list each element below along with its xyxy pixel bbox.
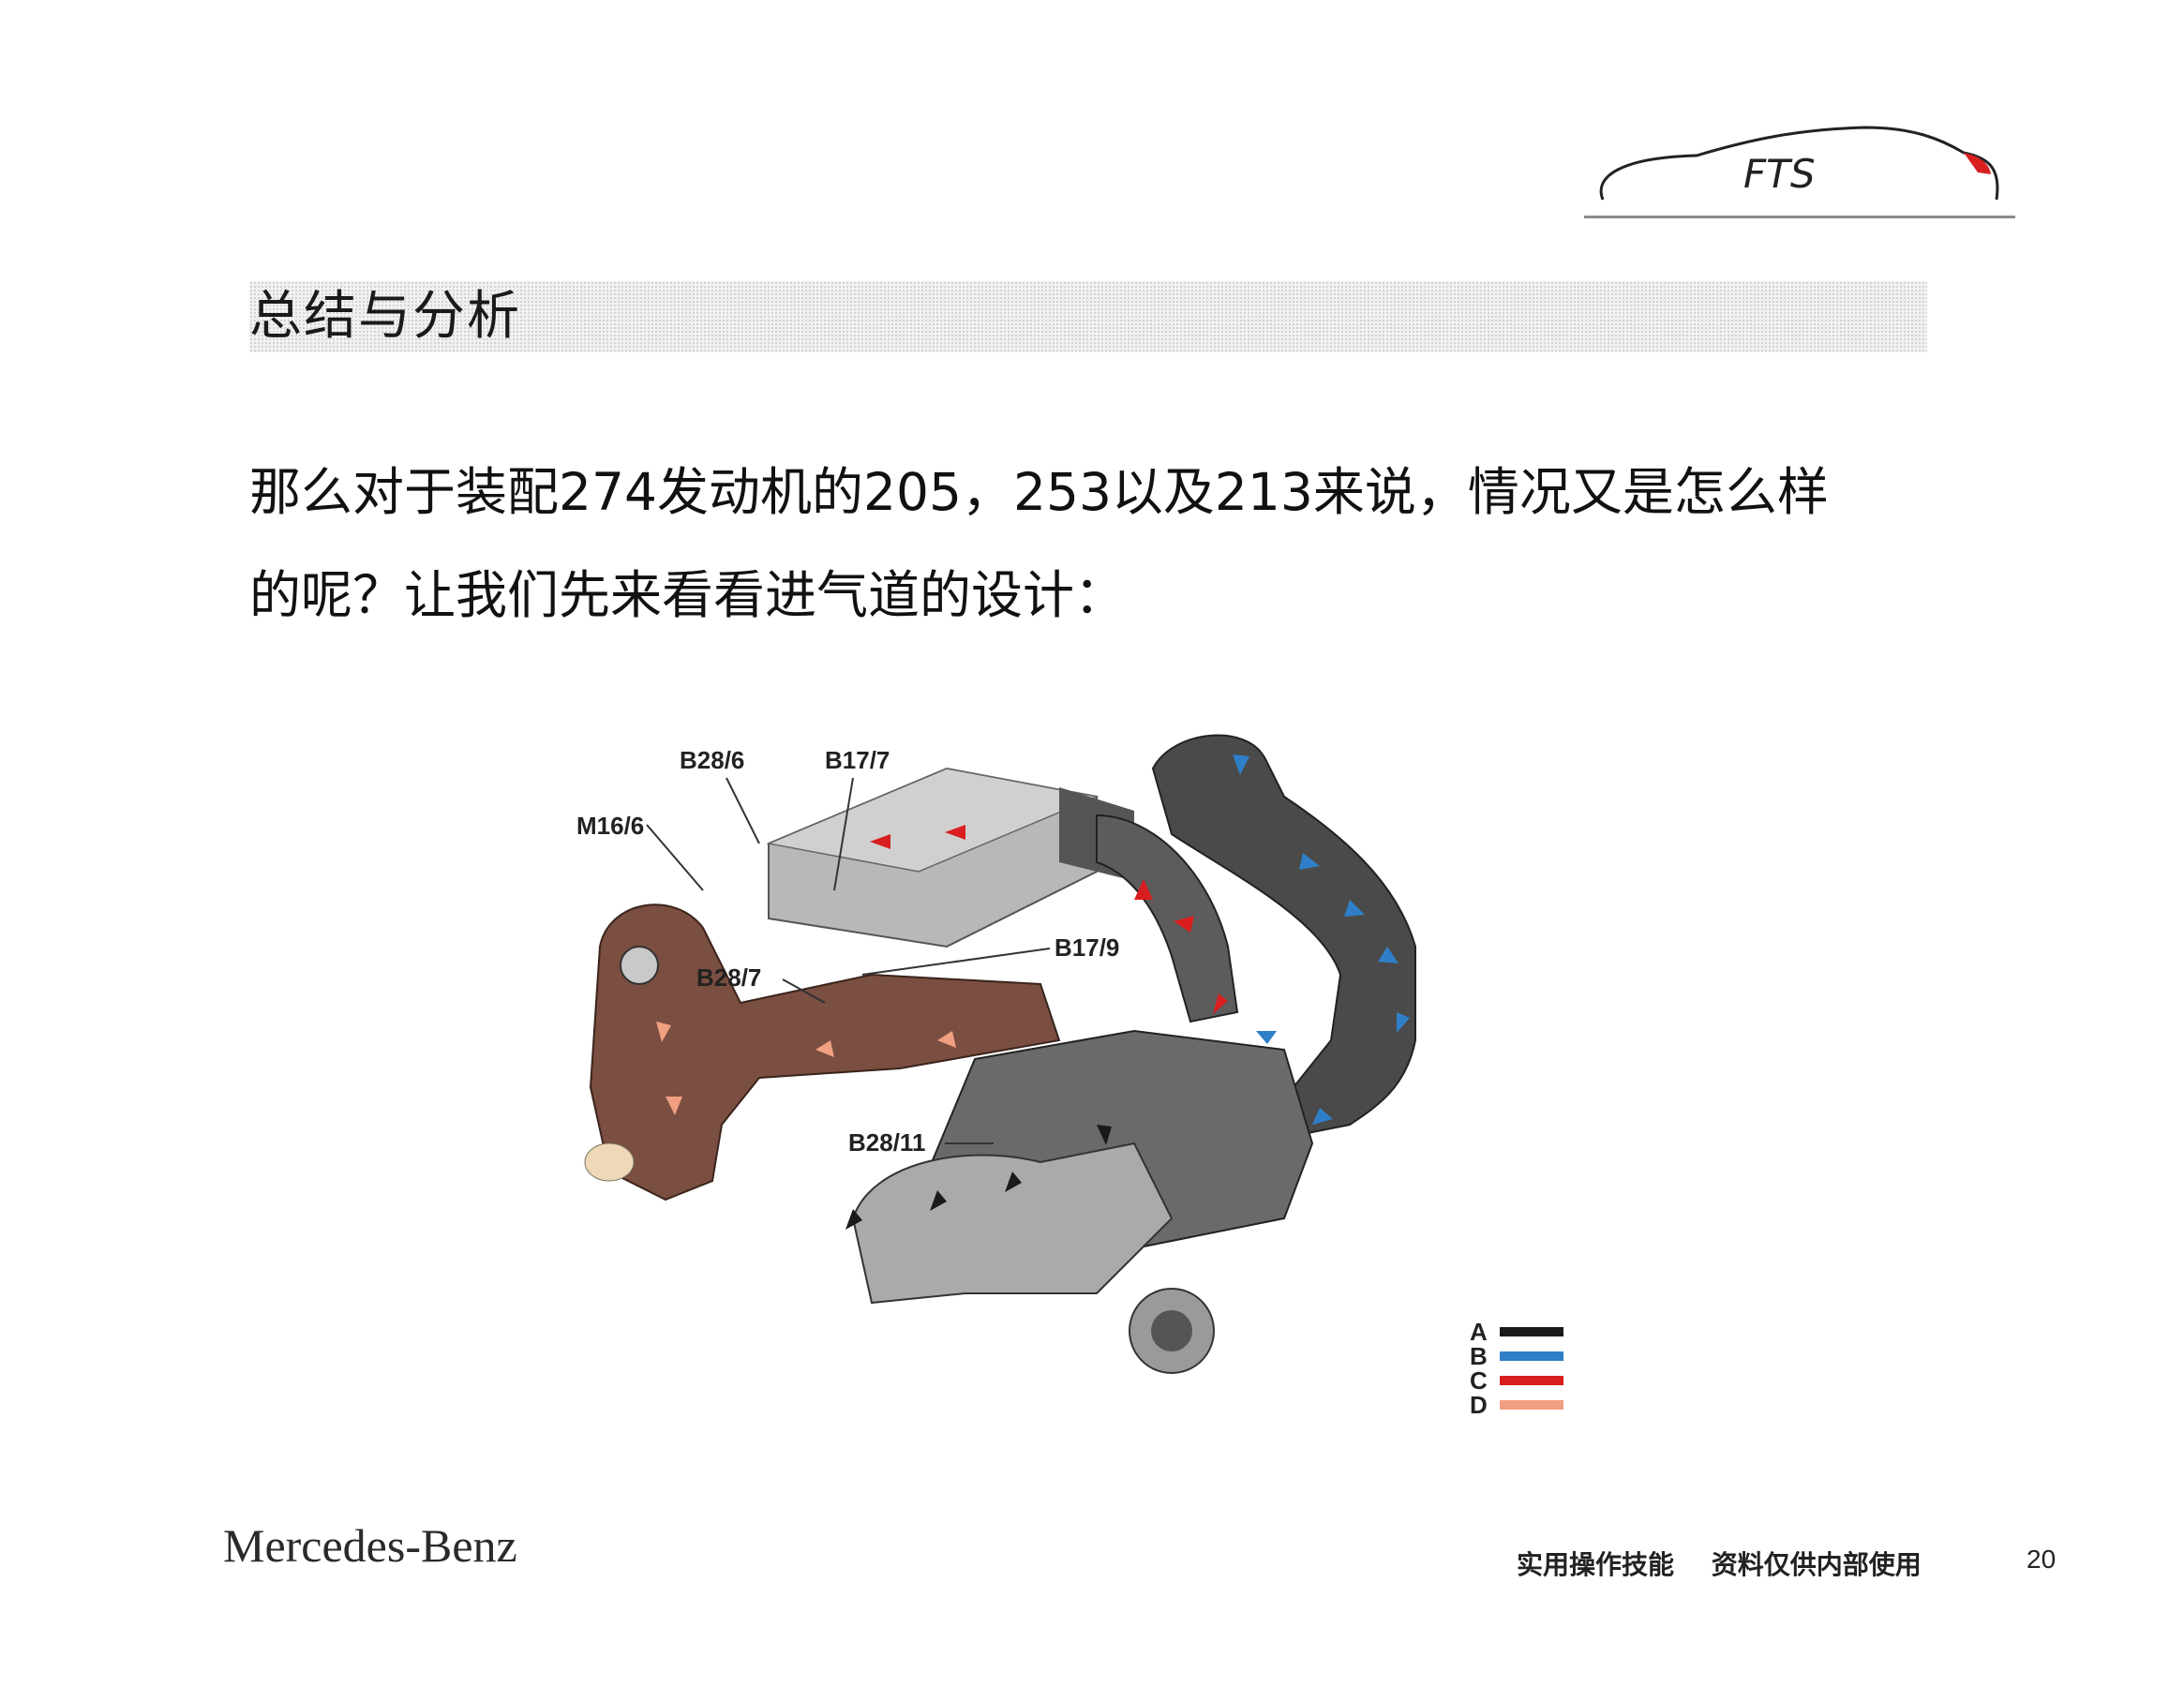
callout-b17-7: B17/7 bbox=[825, 746, 890, 774]
flow-legend: A B C D bbox=[1470, 1318, 1563, 1419]
legend-swatch-d bbox=[1500, 1400, 1563, 1410]
intercooler bbox=[766, 767, 1134, 948]
legend-letter-c: C bbox=[1470, 1366, 1488, 1395]
header-divider bbox=[1584, 216, 2015, 218]
callout-b28-6: B28/6 bbox=[680, 746, 744, 774]
fts-logo-text: FTS bbox=[1743, 151, 1815, 197]
intake-duct bbox=[1096, 734, 1416, 1136]
legend-swatch-a bbox=[1500, 1327, 1563, 1336]
body-paragraph: 那么对于装配274发动机的205，253以及213来说，情况又是怎么样 的呢？让… bbox=[249, 440, 1918, 647]
body-line-1: 那么对于装配274发动机的205，253以及213来说，情况又是怎么样 bbox=[249, 462, 1829, 522]
callout-b28-7: B28/7 bbox=[696, 963, 761, 992]
page-number: 20 bbox=[2027, 1545, 2057, 1574]
callout-b28-11: B28/11 bbox=[848, 1128, 925, 1157]
callout-b17-9: B17/9 bbox=[1055, 933, 1119, 962]
legend-swatch-c bbox=[1500, 1376, 1563, 1385]
footer-note: 实用操作技能 资料仅供内部使用 bbox=[1517, 1549, 1922, 1580]
fts-car-logo: FTS bbox=[1599, 126, 1999, 201]
section-title: 总结与分析 bbox=[249, 286, 521, 347]
engine-intake-diagram: B28/6 B17/7 M16/6 B17/9 B28/7 B28/11 A B… bbox=[576, 734, 1563, 1419]
brand-wordmark: Mercedes-Benz bbox=[223, 1519, 517, 1572]
flow-arrows bbox=[656, 754, 1410, 1230]
callouts: B28/6 B17/7 M16/6 B17/9 B28/7 B28/11 bbox=[576, 746, 1119, 1157]
legend-letter-a: A bbox=[1470, 1318, 1488, 1346]
engine-cover-right bbox=[851, 1029, 1314, 1374]
legend-letter-d: D bbox=[1470, 1391, 1488, 1419]
callout-m16-6: M16/6 bbox=[576, 812, 644, 840]
legend-letter-b: B bbox=[1470, 1342, 1488, 1370]
section-title-band bbox=[249, 281, 1927, 352]
legend-swatch-b bbox=[1500, 1351, 1563, 1361]
body-line-2: 的呢？让我们先来看看进气道的设计： bbox=[249, 565, 1127, 625]
